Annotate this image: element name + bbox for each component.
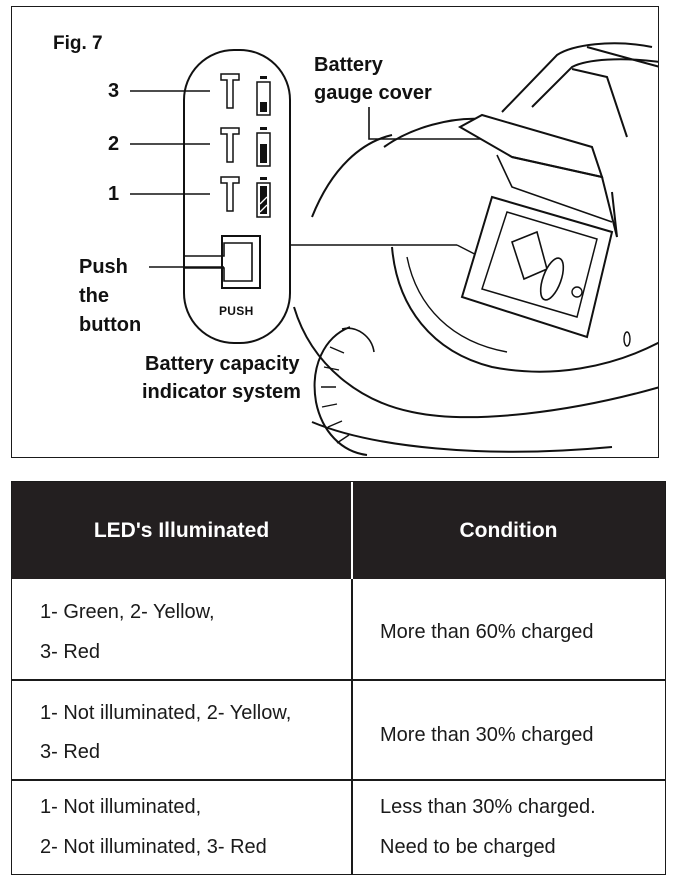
row-3-condition-line-1: Less than 30% charged. bbox=[380, 796, 596, 818]
row-divider bbox=[12, 779, 665, 781]
row-1-leds-line-1: 1- Green, 2- Yellow, bbox=[40, 601, 215, 623]
row-1-leds-line-2: 3- Red bbox=[40, 641, 101, 663]
figure-7: Fig. 7 3 2 1 Push the button PUSH Batter… bbox=[11, 6, 659, 458]
push-instruction-line-2: the bbox=[79, 285, 109, 307]
push-instruction-line-1: Push bbox=[79, 256, 128, 278]
row-2-condition: More than 30% charged bbox=[380, 724, 594, 746]
column-divider bbox=[351, 482, 353, 874]
push-button-shape bbox=[221, 235, 261, 289]
row-1-condition: More than 60% charged bbox=[380, 621, 594, 643]
push-button-label: PUSH bbox=[219, 304, 254, 318]
header-condition: Condition bbox=[459, 518, 558, 542]
header-column-divider bbox=[351, 482, 353, 579]
gauge-cover-label-line-1: Battery bbox=[314, 54, 383, 76]
led-number-3: 3 bbox=[108, 80, 120, 102]
led-3 bbox=[220, 73, 271, 116]
mower-illustration bbox=[130, 42, 658, 456]
row-divider bbox=[12, 679, 665, 681]
row-3-leds-line-1: 1- Not illuminated, bbox=[40, 796, 202, 818]
row-2-leds-line-1: 1- Not illuminated, 2- Yellow, bbox=[40, 702, 292, 724]
figure-label: Fig. 7 bbox=[53, 33, 103, 54]
battery-gauge-cover bbox=[457, 113, 604, 179]
led-number-2: 2 bbox=[108, 133, 120, 155]
indicator-system-label-line-1: Battery capacity bbox=[145, 353, 300, 375]
led-number-1: 1 bbox=[108, 183, 120, 205]
wheel bbox=[313, 326, 375, 456]
gauge-cover-label-line-2: gauge cover bbox=[314, 82, 432, 104]
row-3-condition-line-2: Need to be charged bbox=[380, 836, 556, 858]
push-instruction-line-3: button bbox=[79, 314, 142, 336]
indicator-panel bbox=[183, 49, 291, 344]
row-2-leds-line-2: 3- Red bbox=[40, 741, 101, 763]
led-1 bbox=[220, 176, 271, 218]
row-3-leds-line-2: 2- Not illuminated, 3- Red bbox=[40, 836, 267, 858]
led-condition-table: LED's Illuminated Condition 1- Green, 2-… bbox=[11, 481, 666, 875]
indicator-system-label-line-2: indicator system bbox=[142, 381, 301, 403]
table-header-row: LED's Illuminated Condition bbox=[12, 482, 665, 579]
led-2 bbox=[220, 127, 271, 167]
header-leds: LED's Illuminated bbox=[93, 518, 270, 542]
